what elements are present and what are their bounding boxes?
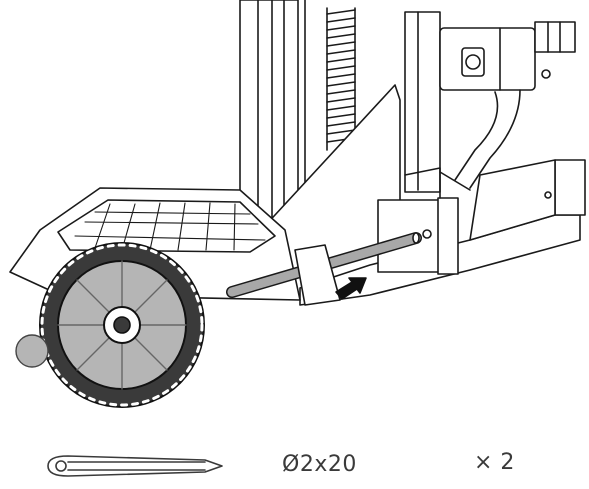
cotter-pin-icon (47, 455, 223, 477)
hydraulic-pump (439, 21, 576, 189)
insertion-arrow (335, 277, 367, 300)
splitter-column (239, 0, 306, 226)
wheel (39, 242, 205, 408)
right-upright (404, 11, 441, 193)
rear-frame (299, 159, 586, 306)
cotter-pin-quantity-label: × 2 (474, 450, 515, 475)
cotter-pin-size-label: Ø2x20 (282, 452, 357, 477)
return-spring (326, 7, 356, 151)
axle-bracket (294, 244, 341, 306)
washer-cap (15, 334, 49, 368)
